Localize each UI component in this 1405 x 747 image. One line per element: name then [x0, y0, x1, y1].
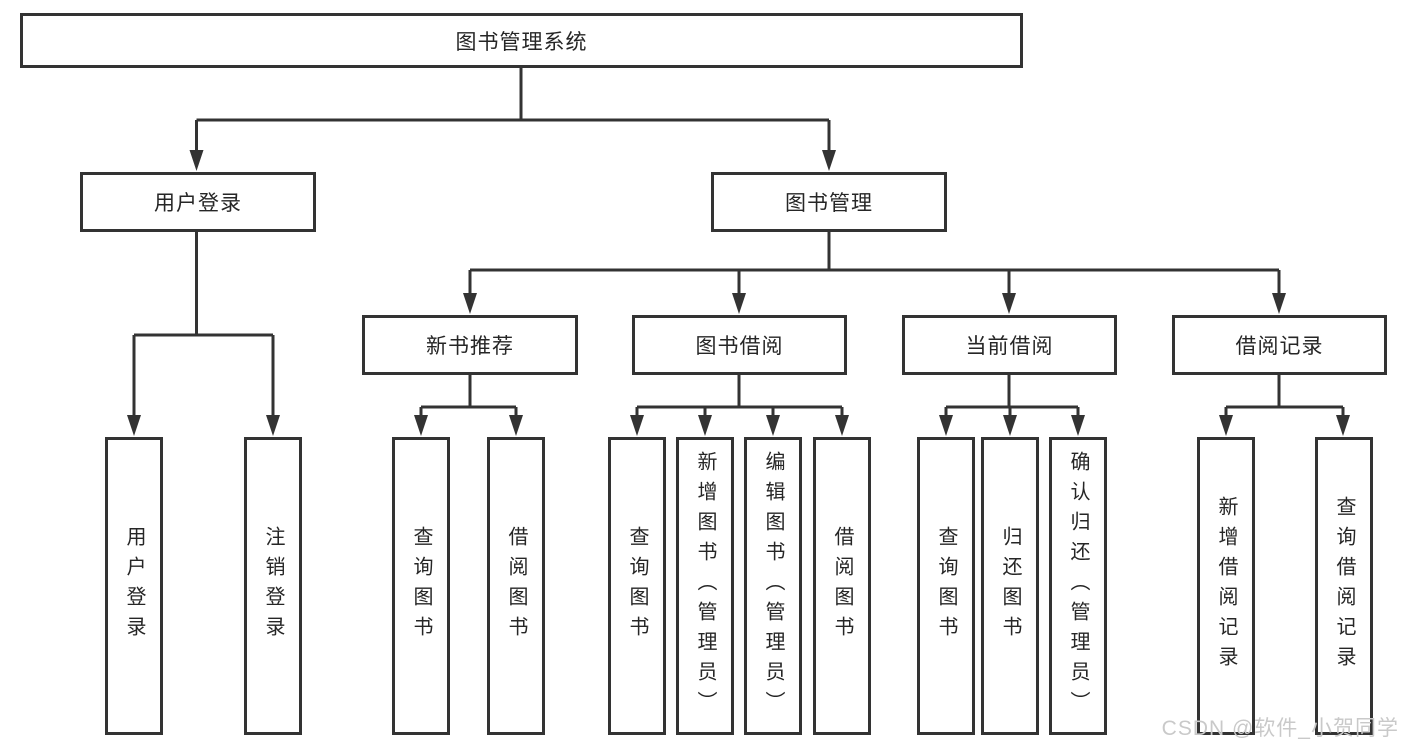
node-current-borrow: 当前借阅 — [902, 315, 1117, 375]
arrowhead-down-icon — [127, 415, 141, 436]
leaf-newbook-query-books: 查询图书 — [392, 437, 450, 735]
arrowhead-down-icon — [509, 415, 523, 436]
csdn-watermark: CSDN @软件_小贺同学 — [1161, 717, 1399, 740]
node-book-management: 图书管理 — [711, 172, 947, 232]
arrowhead-down-icon — [766, 415, 780, 436]
arrowhead-down-icon — [939, 415, 953, 436]
leaf-records-query-record: 查询借阅记录 — [1315, 437, 1373, 735]
leaf-records-add-record: 新增借阅记录 — [1197, 437, 1255, 735]
arrowhead-down-icon — [1071, 415, 1085, 436]
leaf-bookborrow-query-books: 查询图书 — [608, 437, 666, 735]
arrowhead-down-icon — [1336, 415, 1350, 436]
leaf-logout: 注销登录 — [244, 437, 302, 735]
leaf-bookborrow-edit-books-admin: 编辑图书（管理员） — [744, 437, 802, 735]
arrowhead-down-icon — [414, 415, 428, 436]
node-book-borrow: 图书借阅 — [632, 315, 847, 375]
node-root: 图书管理系统 — [20, 13, 1023, 68]
leaf-current-query-books: 查询图书 — [917, 437, 975, 735]
leaf-newbook-borrow-books: 借阅图书 — [487, 437, 545, 735]
arrowhead-down-icon — [266, 415, 280, 436]
leaf-user-login: 用户登录 — [105, 437, 163, 735]
leaf-current-return-books: 归还图书 — [981, 437, 1039, 735]
arrowhead-down-icon — [1272, 293, 1286, 314]
arrowhead-down-icon — [1003, 415, 1017, 436]
arrowhead-down-icon — [189, 150, 204, 171]
leaf-bookborrow-borrow-books: 借阅图书 — [813, 437, 871, 735]
node-borrow-records: 借阅记录 — [1172, 315, 1387, 375]
node-new-book-recommend: 新书推荐 — [362, 315, 578, 375]
arrowhead-down-icon — [732, 293, 746, 314]
arrowhead-down-icon — [1002, 293, 1016, 314]
arrowhead-down-icon — [698, 415, 712, 436]
arrowhead-down-icon — [463, 293, 477, 314]
arrowhead-down-icon — [1219, 415, 1233, 436]
leaf-bookborrow-add-books-admin: 新增图书（管理员） — [676, 437, 734, 735]
node-user-login: 用户登录 — [80, 172, 316, 232]
arrowhead-down-icon — [630, 415, 644, 436]
arrowhead-down-icon — [822, 150, 836, 171]
leaf-current-confirm-return-admin: 确认归还（管理员） — [1049, 437, 1107, 735]
arrowhead-down-icon — [835, 415, 849, 436]
